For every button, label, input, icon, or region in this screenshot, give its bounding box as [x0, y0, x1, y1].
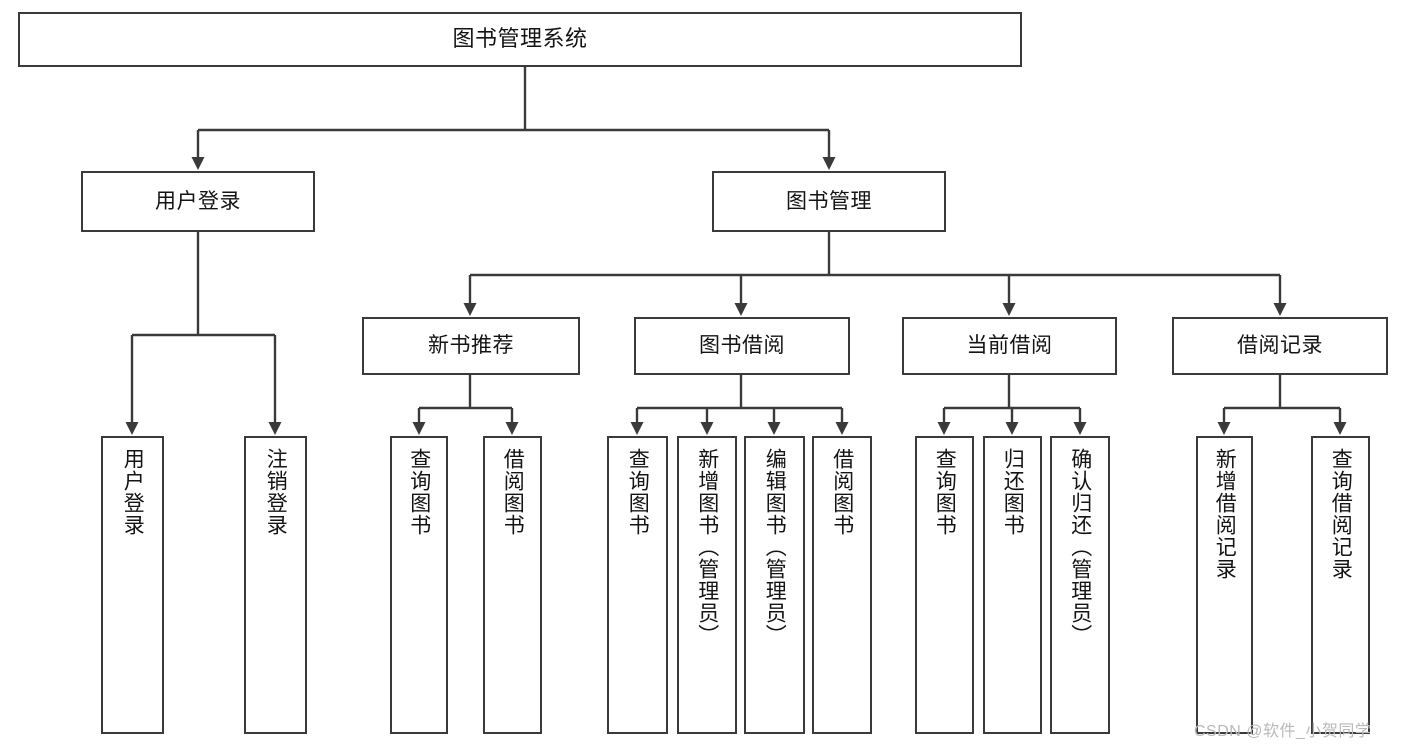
leaf-query-borrow-record-label: 查询借阅记录 [1329, 448, 1353, 580]
arrow-to-leaf-8-head [937, 422, 951, 435]
node-borrow-record-label: 借阅记录 [1237, 334, 1323, 358]
arrow-to-leaf-12-head [1333, 422, 1347, 435]
node-current-borrow[interactable]: 当前借阅 [902, 317, 1117, 375]
arrow-to-leaf-2-head [412, 422, 426, 435]
arrow-to-leaf-10-head [1073, 422, 1087, 435]
leaf-query-book-current[interactable]: 查询图书 [915, 436, 974, 734]
arrow-to-book-management-head [822, 157, 836, 170]
arrow-to-leaf-5-head [700, 422, 714, 435]
leaf-add-book-admin-label: 新增图书（管理员） [695, 448, 719, 646]
leaf-query-book-borrow-label: 查询图书 [626, 448, 650, 536]
arrow-to-new-book-recommend-head [463, 303, 477, 316]
arrow-to-leaf-1-head [268, 422, 282, 435]
leaf-borrow-book-recommend[interactable]: 借阅图书 [483, 436, 542, 734]
node-current-borrow-label: 当前借阅 [966, 334, 1053, 358]
node-root-system[interactable]: 图书管理系统 [18, 12, 1022, 67]
arrow-to-borrow-record-head [1273, 303, 1287, 316]
leaf-logout-label: 注销登录 [264, 448, 288, 536]
arrow-to-user-login-head [191, 157, 205, 170]
leaf-borrow-book-label: 借阅图书 [830, 448, 854, 536]
connector-group [125, 67, 1347, 435]
arrow-to-book-borrow-head [734, 303, 748, 316]
node-root-system-label: 图书管理系统 [452, 26, 588, 52]
leaf-logout[interactable]: 注销登录 [244, 436, 307, 734]
node-book-borrow-label: 图书借阅 [699, 334, 785, 358]
node-user-login-label: 用户登录 [155, 189, 241, 213]
node-new-book-recommend-label: 新书推荐 [428, 334, 514, 358]
leaf-confirm-return-admin[interactable]: 确认归还（管理员） [1050, 436, 1110, 734]
leaf-query-book-recommend[interactable]: 查询图书 [390, 436, 448, 734]
leaf-return-book-label: 归还图书 [1001, 448, 1025, 536]
leaf-query-book-recommend-label: 查询图书 [407, 448, 431, 536]
leaf-add-borrow-record[interactable]: 新增借阅记录 [1196, 436, 1253, 734]
arrow-to-leaf-9-head [1005, 422, 1019, 435]
leaf-edit-book-admin-label: 编辑图书（管理员） [763, 448, 787, 646]
node-book-borrow[interactable]: 图书借阅 [634, 317, 850, 375]
node-new-book-recommend[interactable]: 新书推荐 [362, 317, 580, 375]
arrow-to-current-borrow-head [1002, 303, 1016, 316]
arrow-to-leaf-0-head [125, 422, 139, 435]
leaf-edit-book-admin[interactable]: 编辑图书（管理员） [744, 436, 805, 734]
arrow-to-leaf-6-head [767, 422, 781, 435]
leaf-return-book[interactable]: 归还图书 [983, 436, 1042, 734]
node-book-management-label: 图书管理 [786, 189, 872, 213]
leaf-query-book-borrow[interactable]: 查询图书 [607, 436, 668, 734]
leaf-user-login-label: 用户登录 [121, 448, 145, 536]
leaf-add-borrow-record-label: 新增借阅记录 [1213, 448, 1237, 580]
leaf-user-login[interactable]: 用户登录 [101, 436, 164, 734]
node-borrow-record[interactable]: 借阅记录 [1172, 317, 1388, 375]
arrow-to-leaf-11-head [1217, 422, 1231, 435]
leaf-borrow-book-recommend-label: 借阅图书 [501, 448, 525, 536]
leaf-query-book-current-label: 查询图书 [933, 448, 957, 536]
leaf-borrow-book[interactable]: 借阅图书 [812, 436, 872, 734]
node-book-management[interactable]: 图书管理 [712, 171, 946, 232]
arrow-to-leaf-4-head [630, 422, 644, 435]
node-user-login[interactable]: 用户登录 [81, 171, 315, 232]
arrow-to-leaf-7-head [835, 422, 849, 435]
arrow-to-leaf-3-head [505, 422, 519, 435]
leaf-add-book-admin[interactable]: 新增图书（管理员） [677, 436, 737, 734]
leaf-confirm-return-admin-label: 确认归还（管理员） [1068, 448, 1092, 646]
leaf-query-borrow-record[interactable]: 查询借阅记录 [1311, 436, 1370, 734]
